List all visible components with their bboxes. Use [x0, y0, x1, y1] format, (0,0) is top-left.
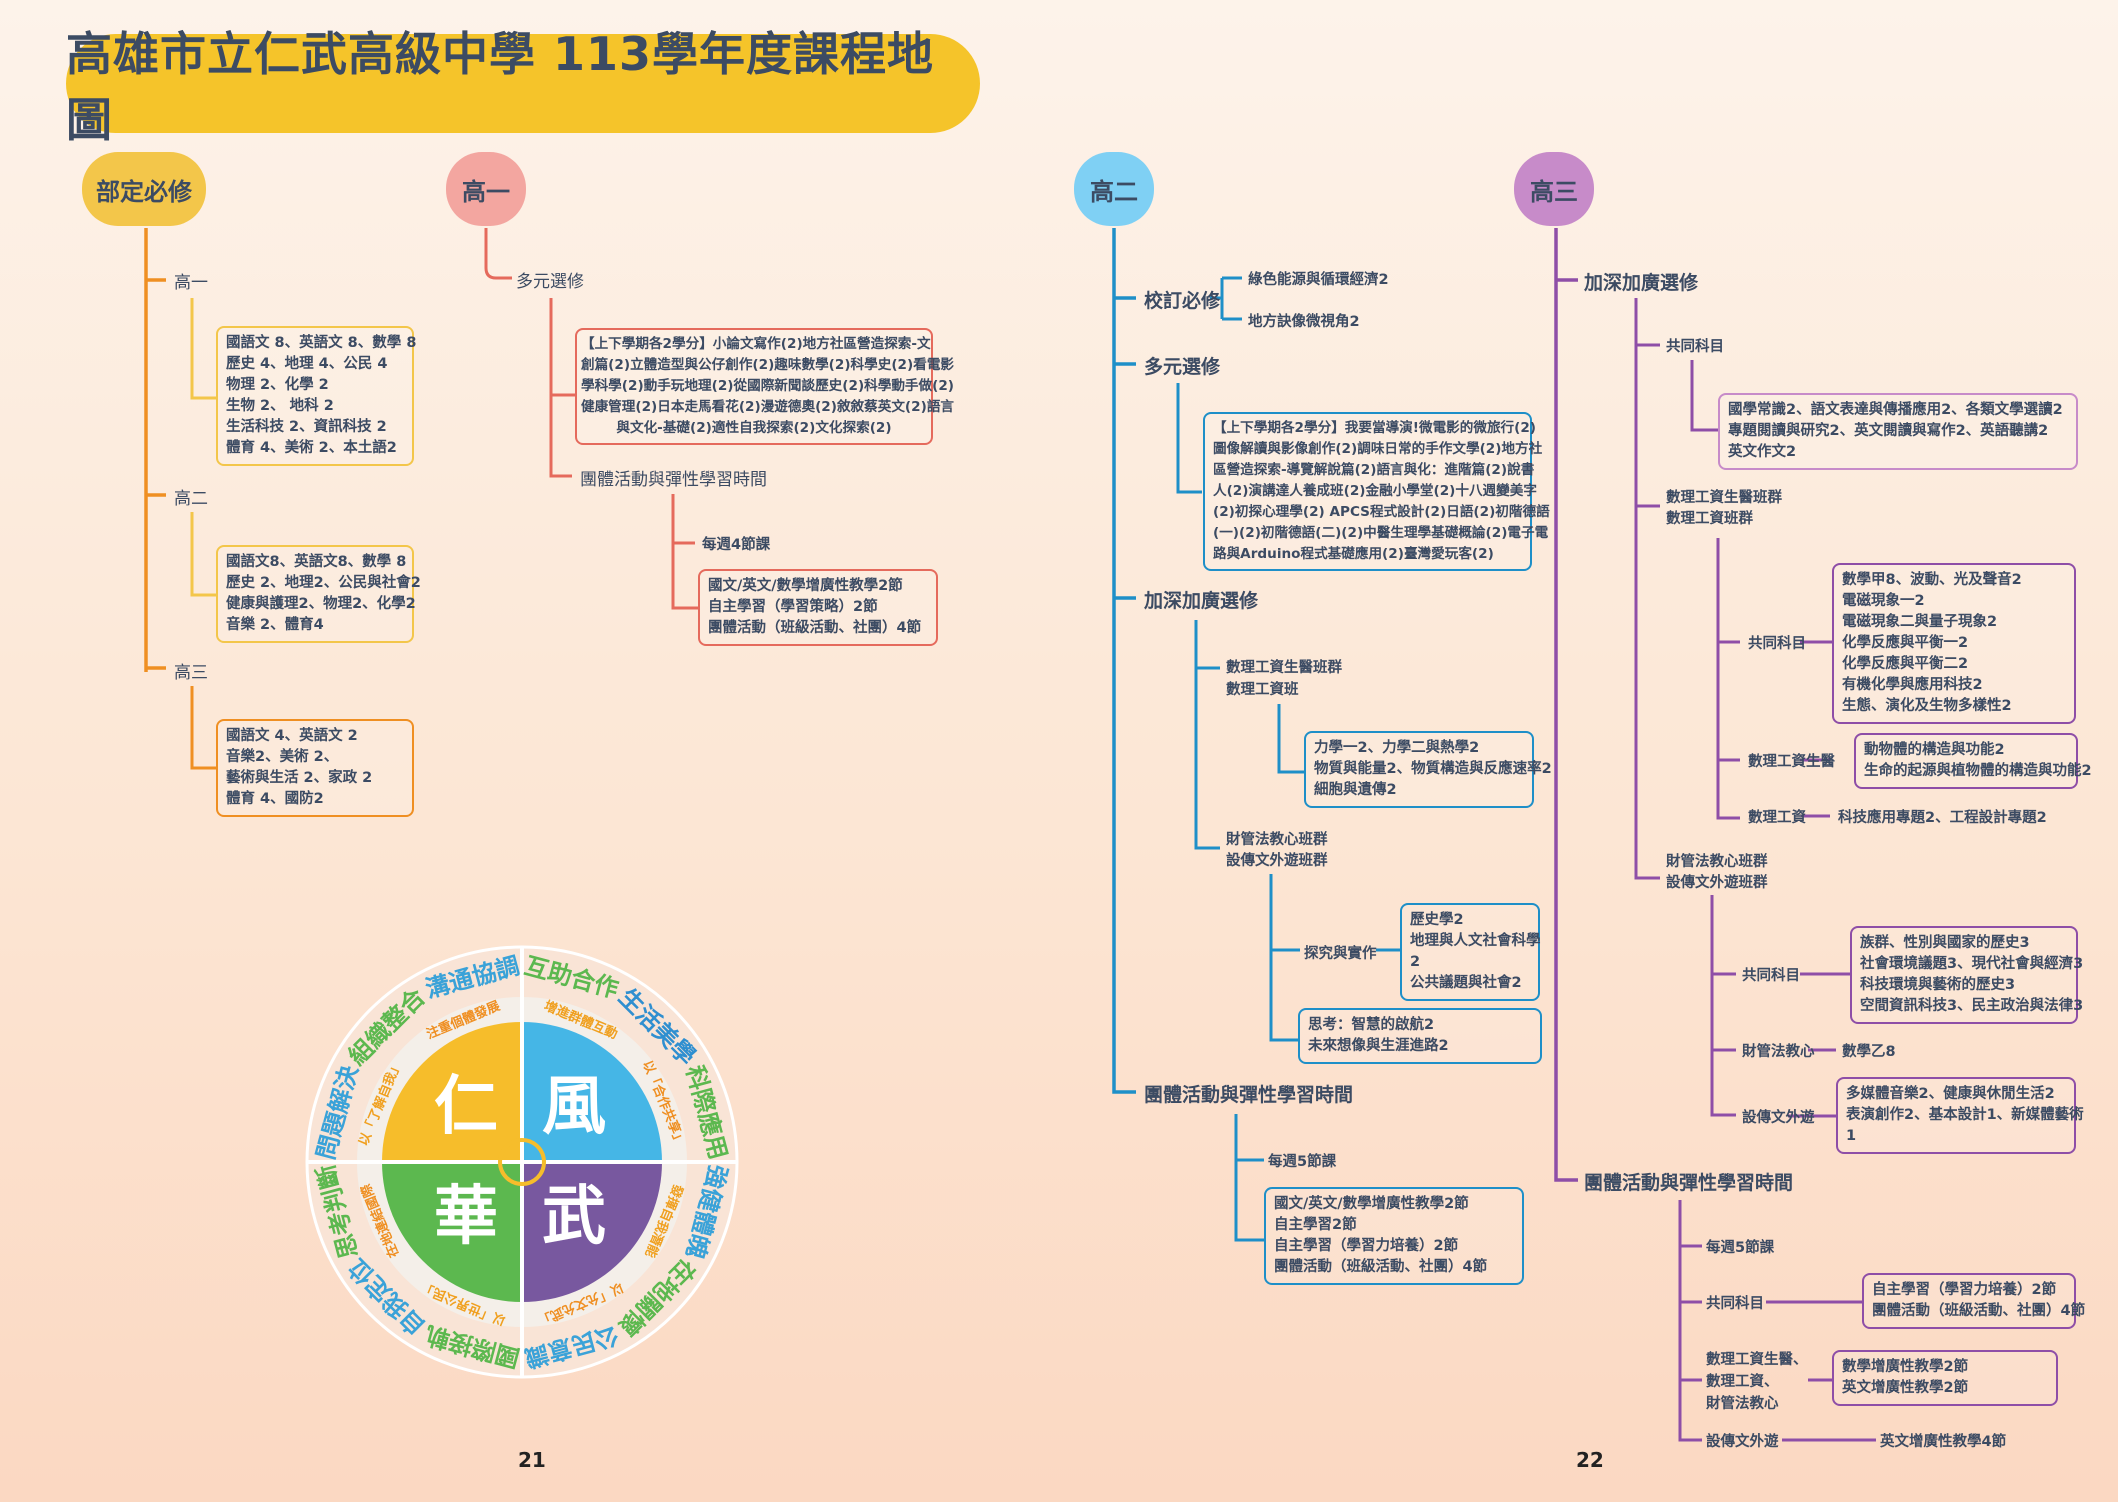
emblem-quadrant-ren [382, 1022, 522, 1162]
g2-hum-group-1: 財管法教心班群 [1226, 832, 1328, 848]
g2-inquiry-label: 探究與實作 [1304, 946, 1377, 962]
g2-group-label: 團體活動與彈性學習時間 [1144, 1084, 1354, 1106]
g3-hum-group-1: 財管法教心班群 [1666, 854, 1768, 870]
emblem-char-wu: 武 [542, 1180, 606, 1254]
header-grade10: 高一 [446, 152, 526, 226]
g3-g-sci-label-2: 數理工資、 [1706, 1374, 1779, 1390]
emblem-quadrant-feng [522, 1022, 662, 1162]
g1-weekly: 每週4節課 [702, 537, 771, 553]
g2-hum-group-2: 設傳文外遊班群 [1226, 853, 1328, 869]
g3-eng-label: 數理工資 [1748, 810, 1806, 826]
page-title: 高雄市立仁武高級中學 113學年度課程地圖 [66, 27, 980, 147]
page-number-right: 22 [1576, 1448, 1604, 1472]
g2-revised-item-2: 地方訣像微視角2 [1248, 314, 1360, 330]
g3-design-label: 設傳文外遊 [1742, 1110, 1815, 1126]
g3-finance-label: 財管法教心 [1742, 1044, 1815, 1060]
school-emblem: 仁 風 華 武 問題解決組織整合溝通協調互助合作生活美學科際應用強健體魄在地關懷… [305, 945, 739, 1379]
g2-elective-label: 多元選修 [1144, 356, 1221, 378]
g1-elective-label: 多元選修 [516, 272, 584, 292]
required-g3-label: 高三 [174, 663, 208, 683]
g1-group-box: 國文/英文/數學增廣性教學2節自主學習（學習策略）2節團體活動（班級活動、社團）… [698, 569, 938, 646]
g3-finance-text: 數學乙8 [1842, 1044, 1896, 1060]
g3-sci-group-2: 數理工資班群 [1666, 511, 1753, 527]
g2-sci-group-1: 數理工資生醫班群 [1226, 660, 1342, 676]
g2-revised-item-1: 綠色能源與循環經濟2 [1248, 272, 1389, 288]
g2-sci-group-2: 數理工資班 [1226, 682, 1299, 698]
g3-group-label: 團體活動與彈性學習時間 [1584, 1172, 1794, 1194]
emblem-quadrant-wu [522, 1162, 662, 1302]
page-number-left: 21 [518, 1448, 546, 1472]
g1-group-label: 團體活動與彈性學習時間 [580, 470, 767, 490]
g3-weekly: 每週5節課 [1706, 1240, 1775, 1256]
g2-advanced-label: 加深加廣選修 [1144, 590, 1259, 612]
g3-eng-text: 科技應用專題2、工程設計專題2 [1838, 810, 2047, 826]
g3-g-common-label: 共同科目 [1706, 1296, 1764, 1312]
header-grade12: 高三 [1514, 152, 1594, 226]
g2-weekly: 每週5節課 [1268, 1154, 1337, 1170]
emblem-char-ren: 仁 [434, 1070, 498, 1144]
g3-g-sci-label-1: 數理工資生醫、 [1706, 1352, 1808, 1368]
g3-g-design-label: 設傳文外遊 [1706, 1434, 1779, 1450]
required-g1-label: 高一 [174, 273, 208, 293]
emblem-char-hua: 華 [434, 1180, 498, 1254]
g3-g-sci-label-3: 財管法教心 [1706, 1396, 1779, 1412]
g3-sci-group-1: 數理工資生醫班群 [1666, 490, 1782, 506]
g3-g-design-text: 英文增廣性教學4節 [1880, 1434, 2007, 1450]
emblem-char-feng: 風 [542, 1070, 606, 1144]
g2-group-box: 國文/英文/數學增廣性教學2節自主學習2節自主學習（學習力培養）2節團體活動（班… [1264, 1187, 1524, 1285]
g1-elective-box: 【上下學期各2學分】小論文寫作(2)地方社區營造探索-文創篇(2)立體造型與公仔… [575, 328, 954, 445]
g3-hum-common-label: 共同科目 [1742, 968, 1800, 984]
header-grade11: 高二 [1074, 152, 1154, 226]
g3-advanced-label: 加深加廣選修 [1584, 272, 1699, 294]
required-g2-label: 高二 [174, 489, 208, 509]
g3-common-label: 共同科目 [1666, 339, 1724, 355]
g3-g-sci-box: 數學增廣性教學2節英文增廣性教學2節 [1832, 1350, 2058, 1406]
emblem-quadrant-hua [382, 1162, 522, 1302]
g2-revised-label: 校訂必修 [1144, 290, 1221, 312]
g3-sci-common-label: 共同科目 [1748, 636, 1806, 652]
g3-hum-group-2: 設傳文外遊班群 [1666, 875, 1768, 891]
header-required: 部定必修 [82, 152, 206, 226]
g3-g-common-box: 自主學習（學習力培養）2節團體活動（班級活動、社團）4節 [1862, 1273, 2085, 1329]
g2-elective-box: 【上下學期各2學分】我要當導演!微電影的微旅行(2)圖像解讀與影像創作(2)調味… [1203, 412, 1550, 571]
g3-bio-label: 數理工資生醫 [1748, 754, 1835, 770]
